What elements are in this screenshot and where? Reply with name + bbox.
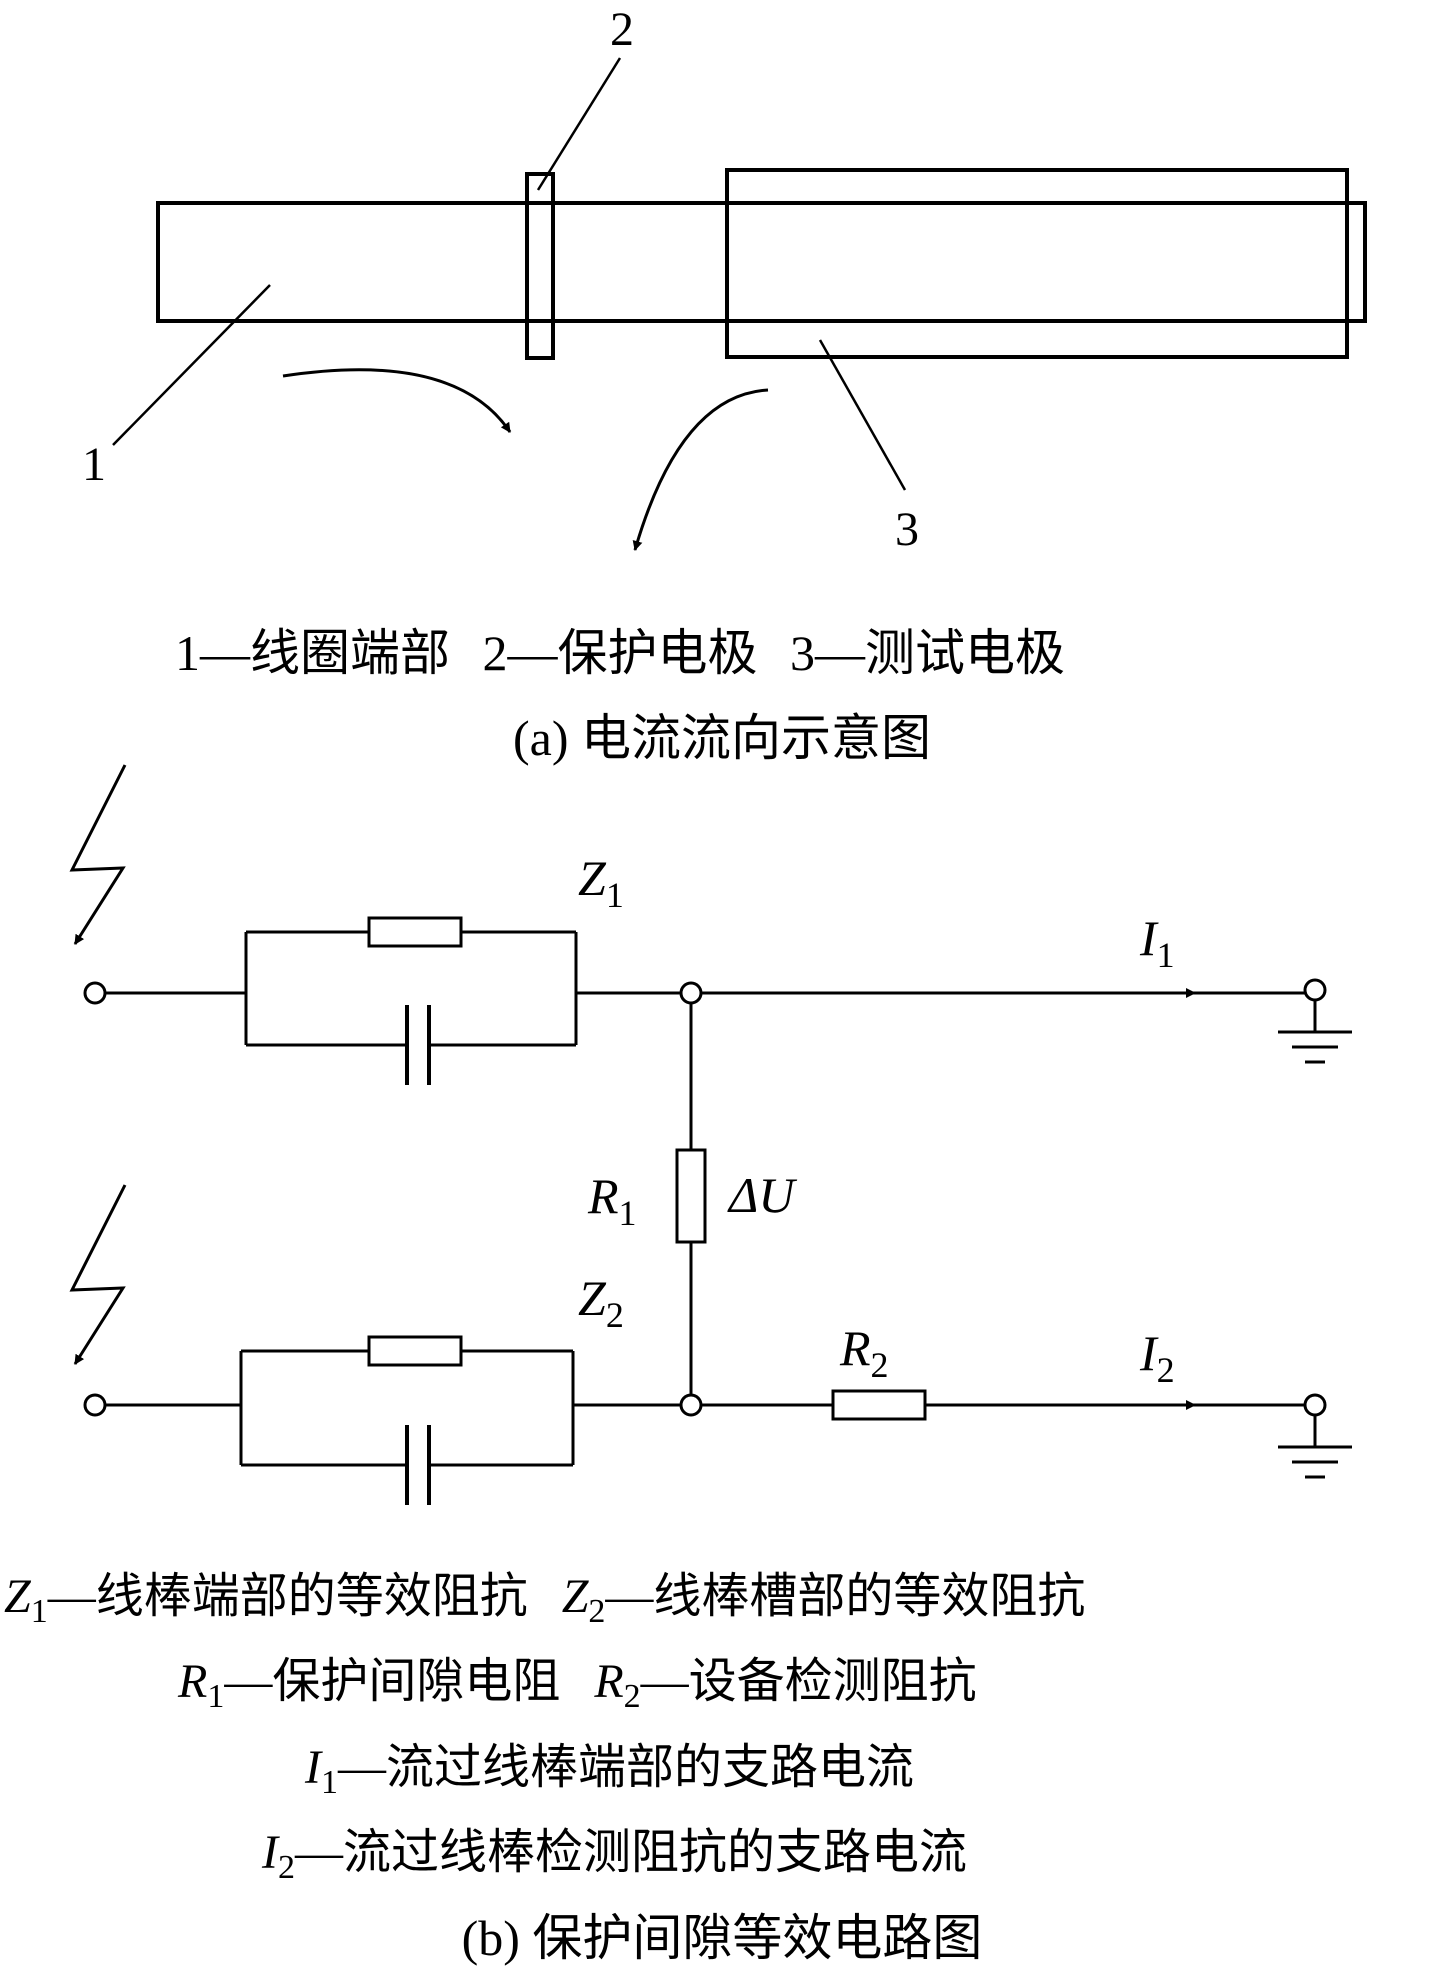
label-i2: I2 [1139,1325,1175,1390]
leader-line-1 [112,284,271,446]
legend-a-text-3: 测试电极 [865,625,1065,681]
current-flow-arrow-right [632,388,769,551]
part-b-circuit [69,764,1352,1505]
legend-a: 1—线圈端部 2—保护电极 3—测试电极 [175,625,1065,681]
lightning-arrow-top [69,764,127,945]
label-delta-u: ΔU [727,1167,797,1223]
terminal-top-left [83,981,107,1005]
legend-i2-text: 流过线棒检测阻抗的支路电流 [343,1826,967,1879]
caption-a: (a) 电流流向示意图 [513,710,931,766]
label-z1: Z1 [578,850,624,915]
node-top [679,981,703,1005]
label-guard-electrode: 2 [610,3,634,56]
coil-bar [156,201,1367,323]
legend-b-line-1: Z1—线棒端部的等效阻抗 Z2—线棒槽部的等效阻抗 [4,1570,1085,1630]
label-r2: R2 [839,1320,889,1385]
legend-b-line-4: I2—流过线棒检测阻抗的支路电流 [261,1826,967,1886]
legend-r2-text: 设备检测阻抗 [689,1655,977,1708]
guard-electrode [525,172,555,360]
label-r1: R1 [587,1168,637,1233]
legend-a-num-2: 2 [483,625,508,681]
leader-line-3 [818,339,907,491]
ground-terminal-bottom [1303,1393,1327,1417]
part-a-electrode-diagram [112,57,1367,551]
legend-i1-text: 流过线棒端部的支路电流 [386,1741,914,1794]
label-i1: I1 [1139,910,1175,975]
legend-a-num-3: 3 [790,625,815,681]
legend-r1-text: 保护间隙电阻 [272,1655,560,1708]
r2-resistor [831,1389,927,1421]
node-bottom [679,1393,703,1417]
r1-resistor [675,1148,707,1244]
current-flow-arrow-left [282,368,512,433]
label-test-electrode: 3 [895,503,919,556]
z1-resistor [367,916,463,948]
ground-terminal-top [1303,978,1327,1002]
label-z2: Z2 [578,1270,624,1335]
legend-z1-text: 线棒端部的等效阻抗 [96,1570,528,1623]
legend-a-num-1: 1 [175,625,200,681]
legend-a-text-2: 保护电极 [558,625,758,681]
legend-a-text-1: 线圈端部 [250,625,450,681]
label-coil-end: 1 [82,438,106,491]
test-electrode [725,168,1349,359]
legend-b-line-2: R1—保护间隙电阻 R2—设备检测阻抗 [177,1655,977,1715]
lightning-arrow-bottom [69,1184,127,1365]
leader-line-2 [536,57,622,191]
terminal-bottom-left [83,1393,107,1417]
legend-z2-text: 线棒槽部的等效阻抗 [653,1570,1085,1623]
z2-resistor [367,1335,463,1367]
caption-b: (b) 保护间隙等效电路图 [462,1910,983,1966]
legend-b-line-3: I1—流过线棒端部的支路电流 [304,1741,914,1801]
